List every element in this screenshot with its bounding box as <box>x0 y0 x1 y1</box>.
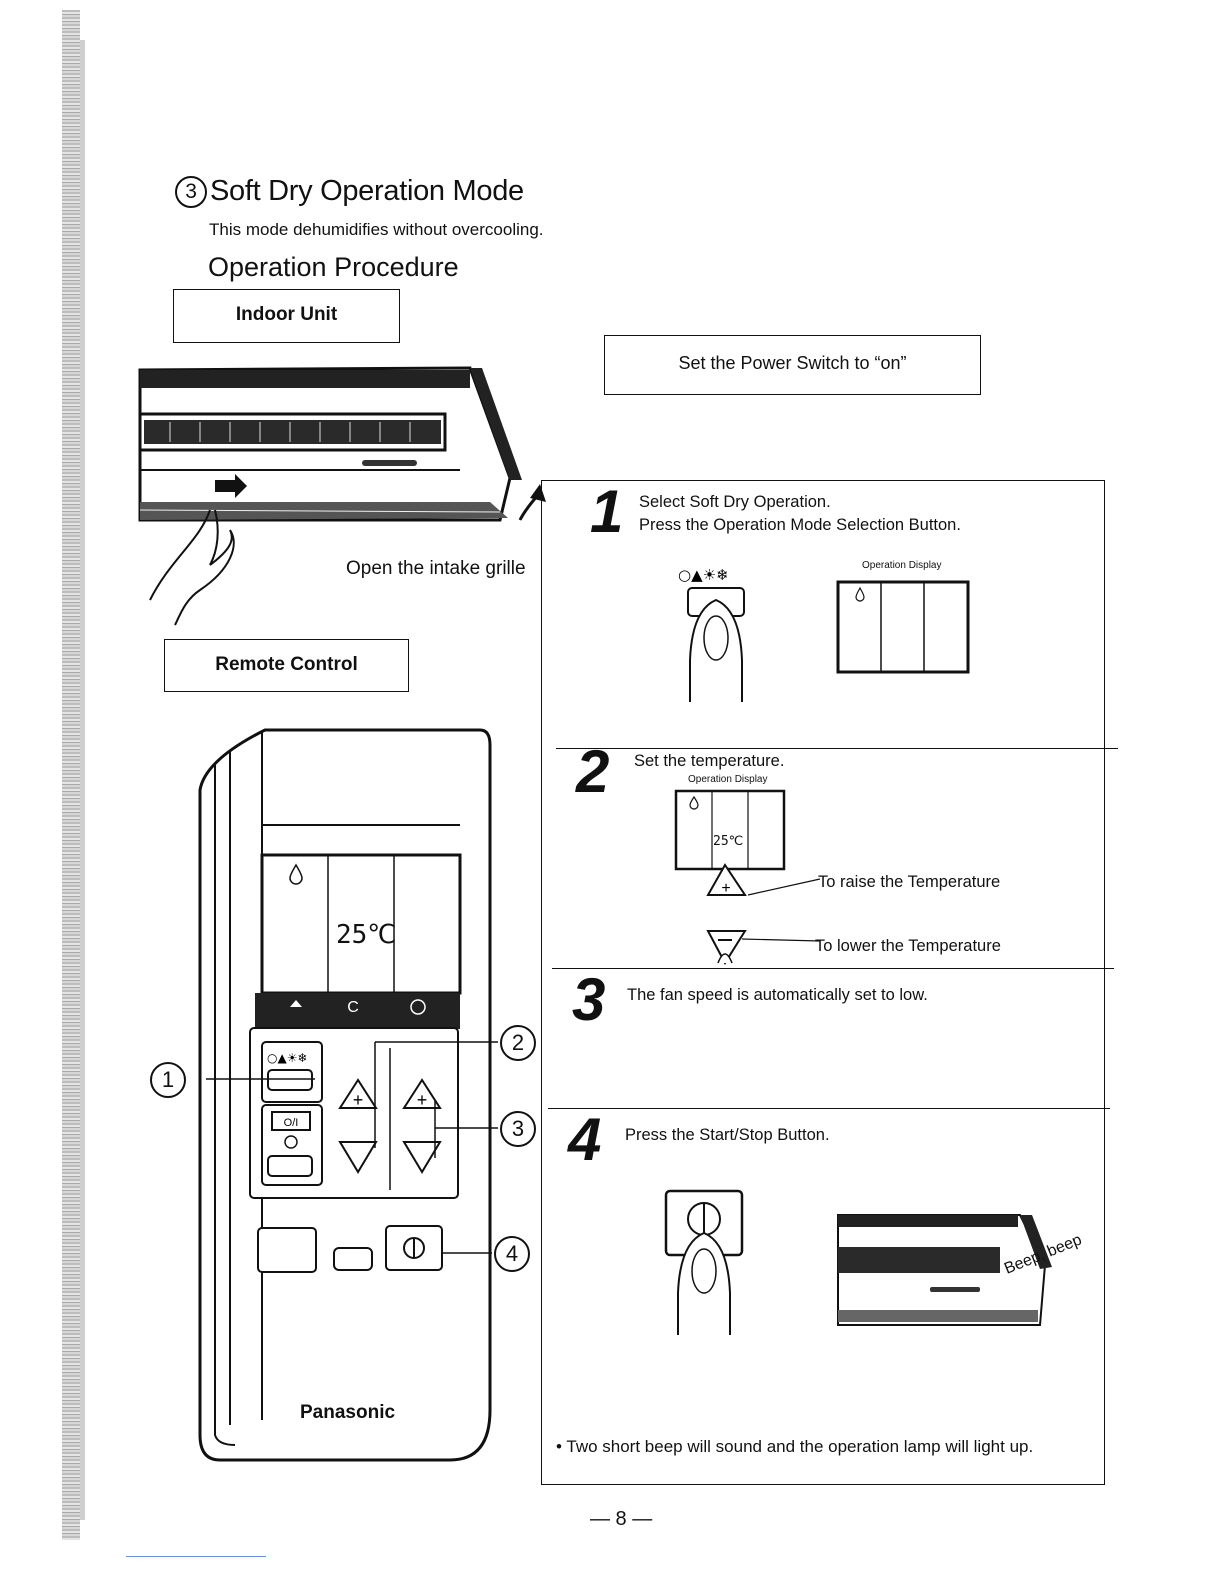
step-1-caption: Operation Display <box>862 560 942 571</box>
step-1-line-2: Press the Operation Mode Selection Butto… <box>639 516 961 534</box>
callout-2: 2 <box>500 1025 536 1061</box>
svg-text:C: C <box>347 999 359 1016</box>
section-subtitle: This mode dehumidifies without overcooli… <box>209 220 544 239</box>
bullet-note: • Two short beep will sound and the oper… <box>556 1437 1034 1456</box>
svg-text:○▲☀❄: ○▲☀❄ <box>678 566 729 584</box>
step-3-number: 3 <box>572 966 606 1033</box>
remote-display-temp: 25℃ <box>336 920 397 950</box>
step-2-line-1: Set the temperature. <box>634 752 785 770</box>
step-4-illustration <box>664 1189 1052 1335</box>
callout-3: 3 <box>500 1111 536 1147</box>
intake-caption: Open the intake grille <box>346 558 526 579</box>
step-4-line-1: Press the Start/Stop Button. <box>625 1126 830 1144</box>
step-4-number: 4 <box>568 1106 602 1173</box>
svg-text:O/I: O/I <box>284 1117 299 1129</box>
power-switch-box: Set the Power Switch to “on” <box>604 335 981 395</box>
step-1-number: 1 <box>590 478 624 545</box>
indoor-unit-illustration <box>138 366 546 626</box>
step-divider-1 <box>556 748 1118 749</box>
power-switch-text: Set the Power Switch to “on” <box>678 353 907 373</box>
step-divider-3 <box>548 1108 1110 1109</box>
procedure-heading: Operation Procedure <box>208 252 459 282</box>
scan-edge <box>62 10 80 1540</box>
svg-text:+: + <box>353 1090 364 1110</box>
remote-control-box: Remote Control <box>164 639 409 692</box>
footer-rule <box>126 1556 266 1557</box>
section-number: 3 <box>175 176 207 208</box>
step-1-illustration: ○▲☀❄ <box>678 566 970 702</box>
callout-1: 1 <box>150 1062 186 1098</box>
svg-text:+: + <box>417 1090 428 1110</box>
step-2-lower-label: To lower the Temperature <box>815 937 1001 955</box>
step-1-line-1: Select Soft Dry Operation. <box>639 493 831 511</box>
step-2-display-temp: 25℃ <box>713 834 744 849</box>
remote-control-illustration: C ○▲☀❄ O/I + + <box>198 728 498 1462</box>
section-title-text: Soft Dry Operation Mode <box>210 175 524 207</box>
svg-text:○▲☀❄: ○▲☀❄ <box>267 1051 308 1065</box>
step-1-text: Select Soft Dry Operation. Press the Ope… <box>639 491 961 537</box>
remote-brand: Panasonic <box>300 1402 396 1423</box>
indoor-unit-box: Indoor Unit <box>173 289 400 343</box>
remote-control-label: Remote Control <box>215 654 358 675</box>
scan-edge-shadow <box>80 40 85 1520</box>
indoor-unit-label: Indoor Unit <box>235 304 338 325</box>
step-2-caption: Operation Display <box>688 774 768 785</box>
steps-panel <box>541 480 1105 1485</box>
page-number: — 8 — <box>590 1508 653 1530</box>
step-2-illustration: + <box>674 789 821 965</box>
step-2-number: 2 <box>576 738 610 805</box>
callout-4: 4 <box>494 1236 530 1272</box>
step-divider-2 <box>552 968 1114 969</box>
step-2-raise-label: To raise the Temperature <box>818 873 1001 891</box>
step-3-line-1: The fan speed is automatically set to lo… <box>627 986 928 1004</box>
svg-text:+: + <box>721 880 730 897</box>
